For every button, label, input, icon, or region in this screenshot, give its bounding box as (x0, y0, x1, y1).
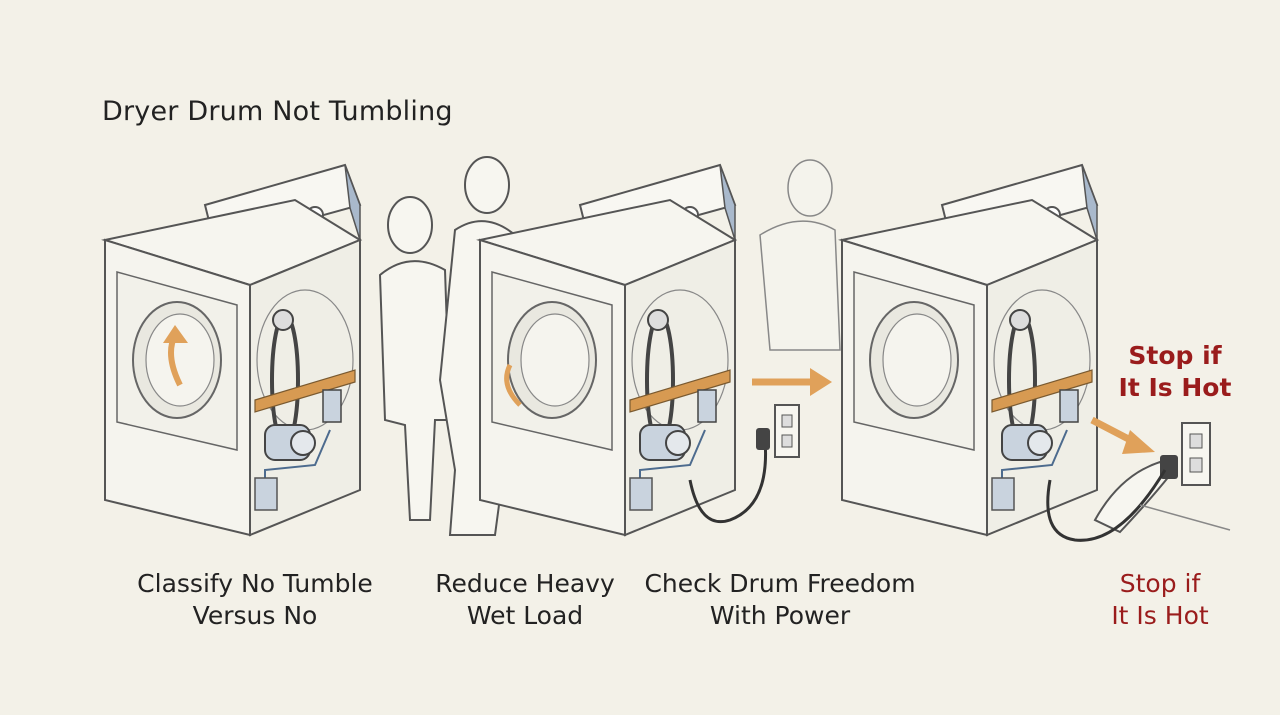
dryer-icon (478, 163, 737, 537)
page-title: Dryer Drum Not Tumbling (102, 96, 453, 127)
person-icon (378, 196, 452, 521)
step-caption-3: Check Drum Freedom With Power (644, 569, 916, 630)
dryer-icon (840, 163, 1099, 537)
step-caption-2: Reduce Heavy Wet Load (435, 569, 615, 630)
person-icon (438, 156, 583, 536)
step-caption-4: Stop if It Is Hot (1111, 569, 1209, 630)
rotation-arrow-icon (504, 363, 522, 407)
power-cord (688, 439, 768, 523)
plug-icon (756, 428, 770, 450)
wall-outlet-icon (1181, 422, 1211, 486)
warning-label: Stop if It Is Hot (1118, 341, 1232, 402)
wall-outlet-icon (774, 404, 800, 458)
hand-icon (1093, 460, 1172, 534)
person-icon (759, 159, 841, 351)
dryer-icon (103, 163, 362, 537)
step-caption-1: Classify No Tumble Versus No (137, 569, 373, 630)
